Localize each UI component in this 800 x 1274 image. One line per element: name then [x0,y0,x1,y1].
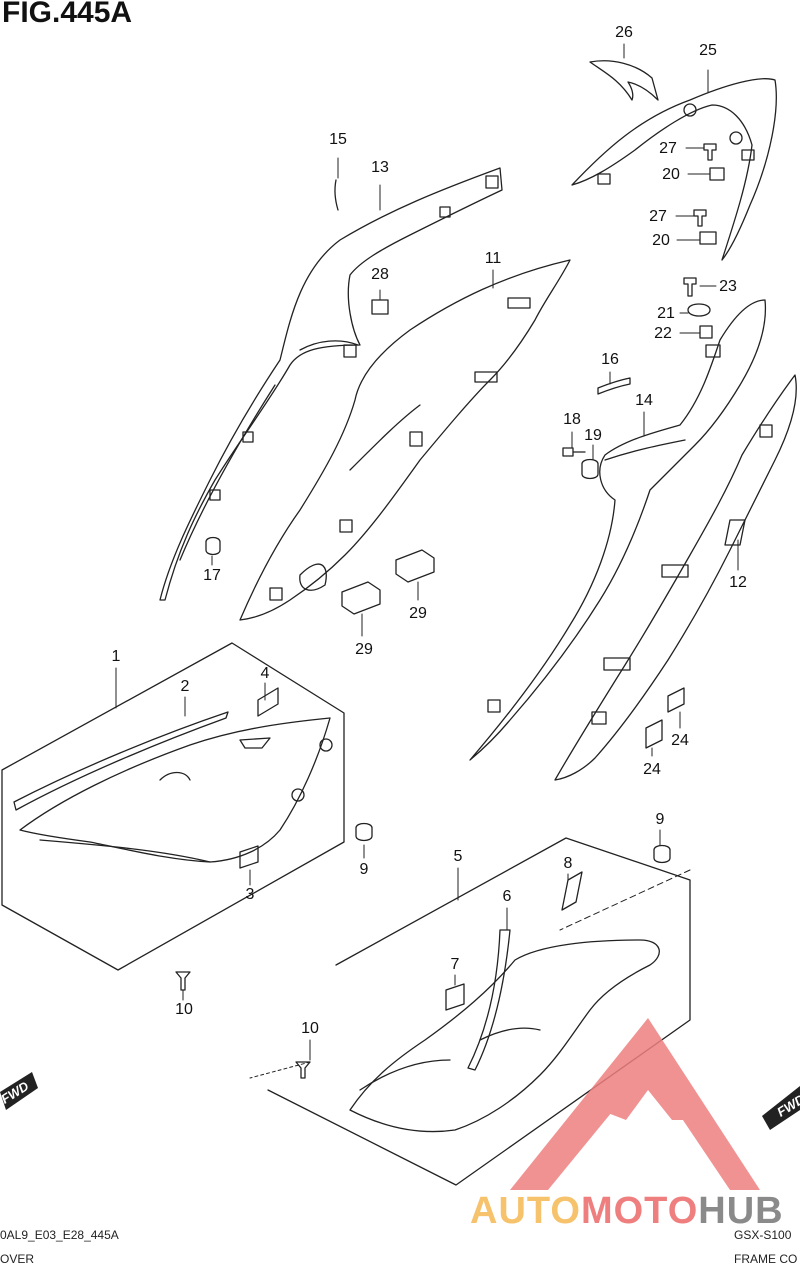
footer-code: 0AL9_E03_E28_445A [0,1228,119,1242]
callout-3: 3 [245,886,255,903]
callout-9-left: 9 [359,861,369,878]
part-15-strip[interactable] [334,179,339,211]
callout-18: 18 [563,411,581,428]
callout-15: 15 [329,131,347,148]
part-20-nut-upper[interactable] [709,167,725,181]
part-9-grommet-left[interactable] [355,822,373,842]
part-4-label[interactable] [257,687,279,717]
callout-6: 6 [502,888,512,905]
callout-2: 2 [180,678,190,695]
callout-29-right: 29 [409,605,427,622]
part-9-grommet-right[interactable] [653,844,671,864]
part-27-screw-upper[interactable] [703,143,717,161]
part-26-guard-piece[interactable] [589,60,659,101]
part-13-left-seat-tail-cover[interactable] [159,167,503,601]
callout-1: 1 [111,648,121,665]
callout-19: 19 [584,427,602,444]
part-16-strip[interactable] [597,377,631,395]
part-20-nut-lower[interactable] [699,231,717,245]
callout-29-left: 29 [355,641,373,658]
part-18-bolt[interactable] [562,447,586,457]
footer-model: GSX-S100 [734,1228,792,1242]
part-3-label[interactable] [239,845,259,869]
part-7-label[interactable] [445,983,465,1011]
part-1-frame-cover-left[interactable] [19,717,331,863]
part-25-rear-tail-cover[interactable] [571,78,777,261]
part-2-trim-strip[interactable] [13,711,229,811]
part-27-screw-lower[interactable] [693,209,707,227]
part-22-collar[interactable] [699,325,713,339]
part-1-assembly-box [1,642,345,971]
part-24-label-b[interactable] [645,719,663,749]
watermark-triangle-logo [510,1018,760,1190]
callout-27-lower: 27 [649,208,667,225]
watermark-moto: MOTO [580,1190,699,1232]
part-10-clip-right[interactable] [295,1061,311,1079]
callout-17: 17 [203,567,221,584]
callout-4: 4 [260,665,270,682]
callout-8: 8 [563,855,573,872]
callout-10-right: 10 [301,1020,319,1037]
part-5-assembly-box [267,837,691,1186]
callout-16: 16 [601,351,619,368]
callout-23: 23 [719,278,737,295]
watermark-hub: HUB [698,1190,784,1232]
watermark-wordmark: AUTOMOTOHUB [470,1190,784,1233]
part-5-frame-cover-right[interactable] [349,939,660,1133]
callout-9-right: 9 [655,811,665,828]
callout-24-b: 24 [643,761,661,778]
part-12-right-side-tail-cover[interactable] [554,374,797,781]
callout-27-upper: 27 [659,140,677,157]
part-10-clip-left[interactable] [175,971,191,991]
part-29-cushion-left[interactable] [341,581,381,615]
callout-21: 21 [657,305,675,322]
part-6-trim-strip[interactable] [467,929,511,1071]
watermark-auto: AUTO [470,1190,581,1232]
callout-22: 22 [654,325,672,342]
leader-lines [115,43,739,1061]
callout-26: 26 [615,24,633,41]
part-19-collar[interactable] [581,458,599,480]
callout-10-left: 10 [175,1001,193,1018]
callout-14: 14 [635,392,653,409]
callout-24-a: 24 [671,732,689,749]
callout-11: 11 [484,250,502,267]
part-8-label[interactable] [561,871,583,911]
callout-28: 28 [371,266,389,283]
part-17-grommet[interactable] [205,536,221,556]
footer-label-left: OVER [0,1252,35,1266]
callout-5: 5 [453,848,463,865]
fwd-arrow-right [762,1086,800,1130]
callout-7: 7 [450,956,460,973]
callout-20-lower: 20 [652,232,670,249]
part-29-cushion-right[interactable] [395,549,435,583]
figure-title: FIG.445A [2,0,133,29]
part-11-left-side-tail-cover[interactable] [239,259,571,621]
part-28-nut[interactable] [371,299,389,315]
part-24-label-a[interactable] [667,687,685,713]
callout-20-upper: 20 [662,166,680,183]
part-14-right-seat-tail-cover[interactable] [469,299,767,761]
callout-13: 13 [371,159,389,176]
fwd-arrow-left [0,1072,38,1110]
part-23-bolt[interactable] [683,277,697,297]
footer-label-right: FRAME CO [734,1252,798,1266]
callout-25: 25 [699,42,717,59]
callout-12: 12 [729,574,747,591]
part-21-washer[interactable] [687,303,711,317]
